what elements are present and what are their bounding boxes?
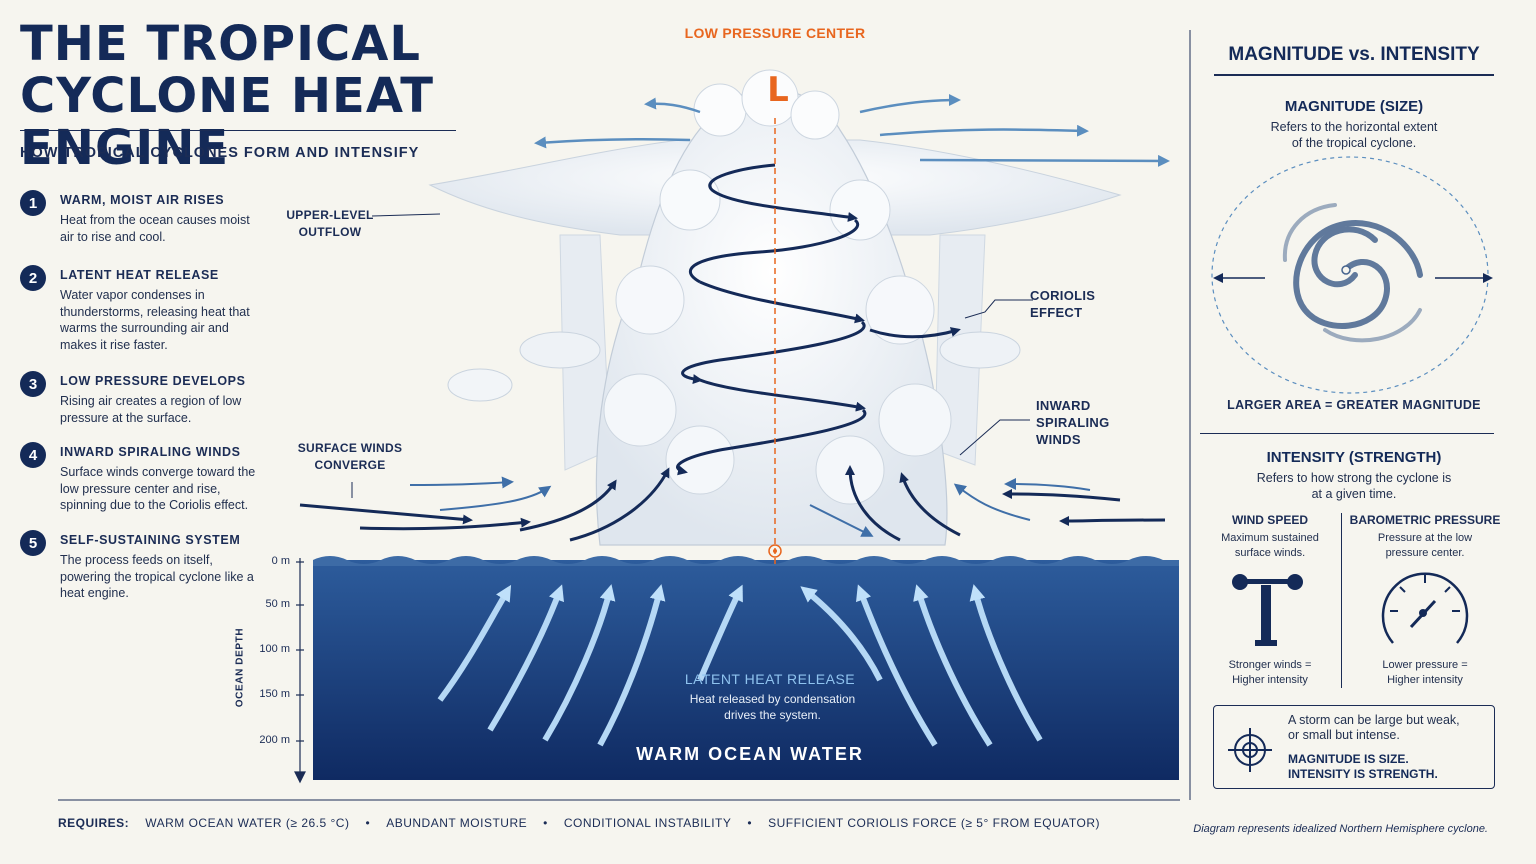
step-title: INWARD SPIRALING WINDS — [60, 445, 241, 459]
heading-rule — [1214, 74, 1494, 76]
step-title: WARM, MOIST AIR RISES — [60, 193, 225, 207]
depth-tick: 0 m — [271, 555, 290, 567]
step-number-badge: 4 — [20, 442, 46, 468]
low-center-marker — [768, 544, 782, 558]
latent-heat-title: LATENT HEAT RELEASE — [684, 671, 856, 687]
low-pressure-center-label: LOW PRESSURE CENTER — [684, 25, 866, 41]
requirement-item: WARM OCEAN WATER (≥ 26.5 °C) — [145, 816, 350, 830]
page-subtitle: HOW TROPICAL CYCLONES FORM AND INTENSIFY — [20, 145, 420, 161]
extent-circle — [1211, 156, 1489, 394]
latent-heat-desc: Heat released by condensation drives the… — [689, 692, 856, 722]
target-icon — [1228, 728, 1272, 772]
spiral-updraft-arrows — [676, 163, 961, 476]
separator-dot: • — [747, 816, 753, 830]
intensity-desc: Refers to how strong the cyclone is at a… — [1256, 471, 1452, 501]
step-description: Heat from the ocean causes moist air to … — [60, 213, 250, 244]
pressure-desc: Pressure at the low pressure center. — [1377, 532, 1473, 559]
key-note-text: A storm can be large but weak, or small … — [1288, 713, 1460, 742]
intensity-title: INTENSITY (STRENGTH) — [1266, 449, 1442, 466]
wind-speed-desc: Maximum sustained surface winds. — [1221, 532, 1319, 559]
anemometer-icon — [1232, 574, 1303, 646]
coriolis-label: CORIOLIS EFFECT — [1030, 288, 1096, 320]
footnote: Diagram represents idealized Northern He… — [1193, 823, 1488, 835]
outflow-arrows — [534, 94, 1170, 167]
cumulonimbus-tower — [595, 69, 952, 546]
step-number-badge: 5 — [20, 530, 46, 556]
magnitude-title: MAGNITUDE (SIZE) — [1284, 98, 1424, 115]
surface-wind-arrows — [299, 465, 1166, 542]
step-description: The process feeds on itself, powering th… — [60, 553, 254, 600]
requirements-bar: REQUIRES: WARM OCEAN WATER (≥ 26.5 °C) •… — [58, 816, 1100, 830]
inward-winds-label: INWARD SPIRALING WINDS — [1036, 398, 1110, 447]
title-divider — [20, 130, 456, 131]
hurricane-swirl-icon — [1282, 203, 1423, 343]
step-number-badge: 3 — [20, 371, 46, 397]
wind-speed-caption: Stronger winds = Higher intensity — [1228, 659, 1312, 686]
depth-tick: 200 m — [259, 734, 290, 746]
intensity-column-divider — [1341, 513, 1342, 688]
right-panel-heading: MAGNITUDE vs. INTENSITY — [1228, 44, 1480, 65]
depth-axis — [294, 558, 306, 784]
step-number-badge: 1 — [20, 190, 46, 216]
surface-winds-label: SURFACE WINDS CONVERGE — [297, 441, 403, 472]
low-symbol: L — [767, 70, 789, 110]
upper-outflow-label: UPPER-LEVEL OUTFLOW — [286, 208, 374, 239]
requirement-item: SUFFICIENT CORIOLIS FORCE (≥ 5° FROM EQU… — [768, 816, 1100, 830]
requirement-item: ABUNDANT MOISTURE — [386, 816, 528, 830]
ocean-heat-arrows — [437, 584, 1043, 747]
depth-axis-label: OCEAN DEPTH — [234, 627, 246, 708]
section-rule — [1200, 433, 1494, 434]
wind-speed-title: WIND SPEED — [1231, 513, 1308, 527]
key-note-box: A storm can be large but weak, or small … — [1213, 705, 1495, 789]
depth-tick: 50 m — [265, 598, 290, 610]
magnitude-desc: Refers to the horizontal extent of the t… — [1270, 120, 1438, 150]
key-note-bold: MAGNITUDE IS SIZE. INTENSITY IS STRENGTH… — [1288, 752, 1438, 781]
ocean-surface-waves — [313, 556, 1179, 566]
separator-dot: • — [365, 816, 371, 830]
pressure-title: BAROMETRIC PRESSURE — [1349, 513, 1501, 527]
step-number-badge: 2 — [20, 265, 46, 291]
barometer-gauge-icon — [1381, 572, 1469, 644]
leader-lines — [351, 213, 1033, 498]
magnitude-caption: LARGER AREA = GREATER MAGNITUDE — [1227, 398, 1481, 412]
pressure-caption: Lower pressure = Higher intensity — [1382, 659, 1468, 686]
requirements-label: REQUIRES: — [58, 816, 130, 830]
depth-tick: 100 m — [259, 643, 290, 655]
step-title: LATENT HEAT RELEASE — [60, 268, 219, 282]
page-title: THE TROPICAL CYCLONE HEAT ENGINE — [20, 16, 434, 176]
magnitude-illustration — [1211, 156, 1493, 394]
ocean-label: WARM OCEAN WATER — [636, 744, 864, 764]
depth-tick: 150 m — [259, 688, 290, 700]
step-description: Water vapor condenses in thunderstorms, … — [60, 288, 250, 352]
step-title: LOW PRESSURE DEVELOPS — [60, 374, 246, 388]
requirement-item: CONDITIONAL INSTABILITY — [563, 816, 732, 830]
step-description: Rising air creates a region of low press… — [60, 394, 242, 425]
separator-dot: • — [543, 816, 548, 830]
step-description: Surface winds converge toward the low pr… — [60, 465, 256, 512]
step-title: SELF-SUSTAINING SYSTEM — [60, 533, 241, 547]
